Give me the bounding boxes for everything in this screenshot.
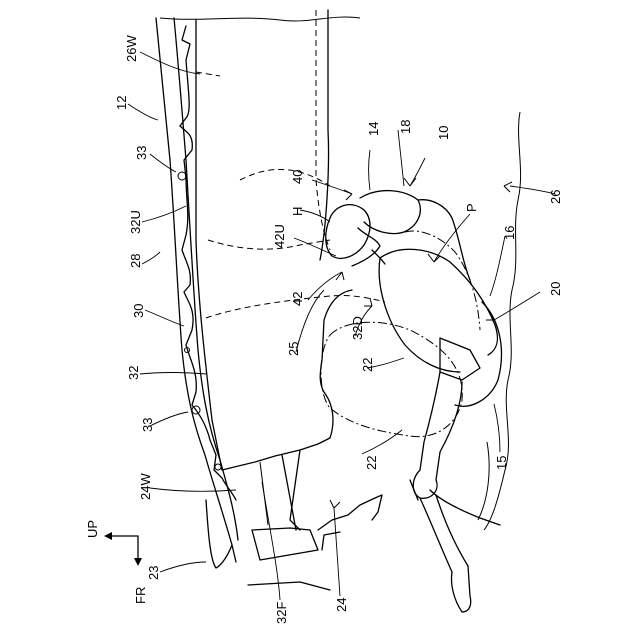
label-33-lower: 33 <box>140 418 155 432</box>
dashboard <box>248 495 382 590</box>
direction-indicator: UP FR <box>85 520 148 604</box>
label-H: H <box>290 207 305 216</box>
label-26: 26 <box>548 190 563 204</box>
label-32F: 32F <box>274 602 289 624</box>
label-42: 42 <box>290 292 305 306</box>
label-26W: 26W <box>124 35 139 62</box>
label-42U: 42U <box>272 224 287 248</box>
fastener-lower <box>215 464 221 470</box>
label-20: 20 <box>548 282 563 296</box>
label-32U: 32U <box>128 210 143 234</box>
label-18: 18 <box>398 120 413 134</box>
label-10: 10 <box>436 126 451 140</box>
label-24: 24 <box>334 598 349 612</box>
label-32: 32 <box>126 366 141 380</box>
label-30: 30 <box>131 304 146 318</box>
fastener-33-upper <box>178 172 186 180</box>
curtain-airbag <box>196 10 385 530</box>
label-P: P <box>464 203 479 212</box>
label-16: 16 <box>502 226 517 240</box>
label-28: 28 <box>128 254 143 268</box>
label-24W: 24W <box>138 473 153 500</box>
occupant <box>326 191 502 612</box>
label-15: 15 <box>494 456 509 470</box>
up-label: UP <box>85 520 100 538</box>
label-12: 12 <box>114 96 129 110</box>
label-40: 40 <box>290 170 305 184</box>
label-25: 25 <box>286 342 301 356</box>
label-22-upper: 22 <box>360 358 375 372</box>
fr-label: FR <box>133 587 148 604</box>
label-32D: 32D <box>350 316 365 340</box>
label-23: 23 <box>146 566 161 580</box>
label-22-lower: 22 <box>364 456 379 470</box>
label-33-upper: 33 <box>134 146 149 160</box>
roof-structure <box>156 17 360 568</box>
label-14: 14 <box>366 122 381 136</box>
